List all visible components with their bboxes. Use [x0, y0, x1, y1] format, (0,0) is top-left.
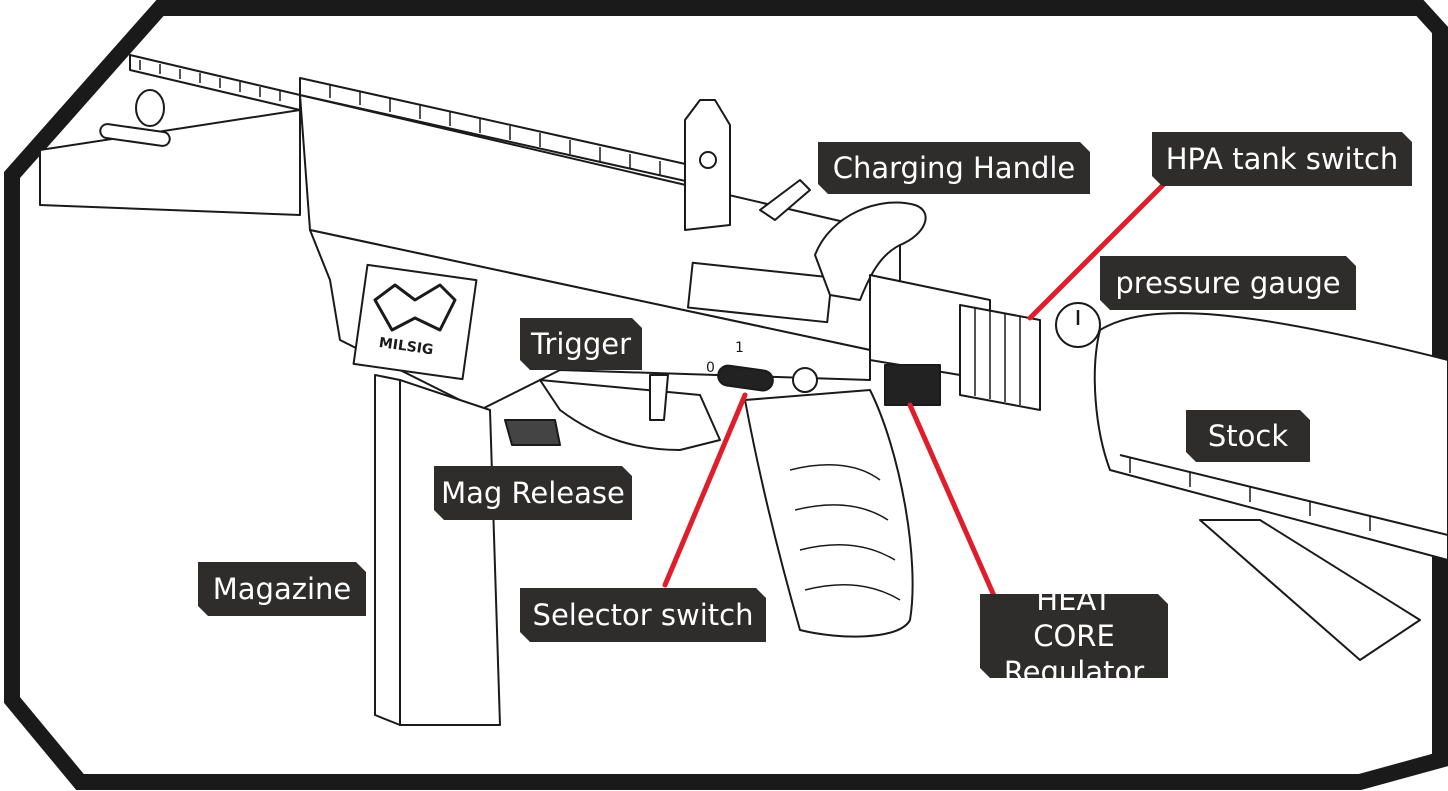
- magazine-label: Magazine: [198, 562, 366, 616]
- hpa-switch-part: [959, 304, 1041, 411]
- selector-part: [717, 364, 774, 392]
- regulator-part: [884, 364, 941, 406]
- magazine-part: [374, 374, 401, 726]
- charging-handle-label: Charging Handle: [818, 142, 1090, 194]
- brand-logo-text: MILSIG: [378, 335, 435, 358]
- top-rail-teeth: [329, 84, 661, 175]
- stock-rail-teeth: [1129, 458, 1371, 531]
- stock-brace: [1199, 519, 1421, 661]
- pistol-grip: [744, 389, 914, 638]
- rail-teeth: [139, 60, 281, 101]
- selector-switch-label: Selector switch: [520, 588, 766, 642]
- handguard-port: [135, 89, 165, 127]
- receiver-logo-plate: [352, 263, 478, 381]
- heat-core-regulator-label: HEAT CORE Regulator: [980, 594, 1168, 678]
- handguard: [39, 109, 301, 216]
- stock-rail: [1119, 454, 1448, 536]
- octagon-frame: [4, 0, 1448, 790]
- handguard-rail: [129, 54, 301, 111]
- receiver-logo: [373, 283, 457, 332]
- selector-mark-safe: 0: [706, 360, 715, 376]
- pressure-gauge-label: pressure gauge: [1100, 256, 1356, 310]
- leader-line-regulator: [907, 402, 998, 601]
- grip-texture: [789, 464, 901, 601]
- magazine-body: [399, 379, 501, 726]
- trigger-label: Trigger: [520, 318, 642, 370]
- trigger-guard: [539, 379, 721, 451]
- rear-sight-aperture: [699, 151, 717, 169]
- hpa-switch-ribs: [974, 308, 1021, 405]
- leader-line-hpa-switch: [1027, 177, 1171, 321]
- ejection-port: [686, 261, 833, 324]
- stock-label: Stock: [1186, 410, 1310, 462]
- charging-handle-lever: [759, 179, 811, 221]
- selector-pivot: [792, 367, 818, 393]
- leader-line-selector: [662, 392, 748, 588]
- selector-mark-fire: 1: [735, 340, 744, 356]
- mag-release-part: [504, 419, 561, 446]
- trigger-part: [649, 374, 669, 421]
- hpa-tank-switch-label: HPA tank switch: [1152, 132, 1412, 186]
- mag-release-label: Mag Release: [434, 466, 632, 520]
- handguard-slot: [99, 123, 171, 147]
